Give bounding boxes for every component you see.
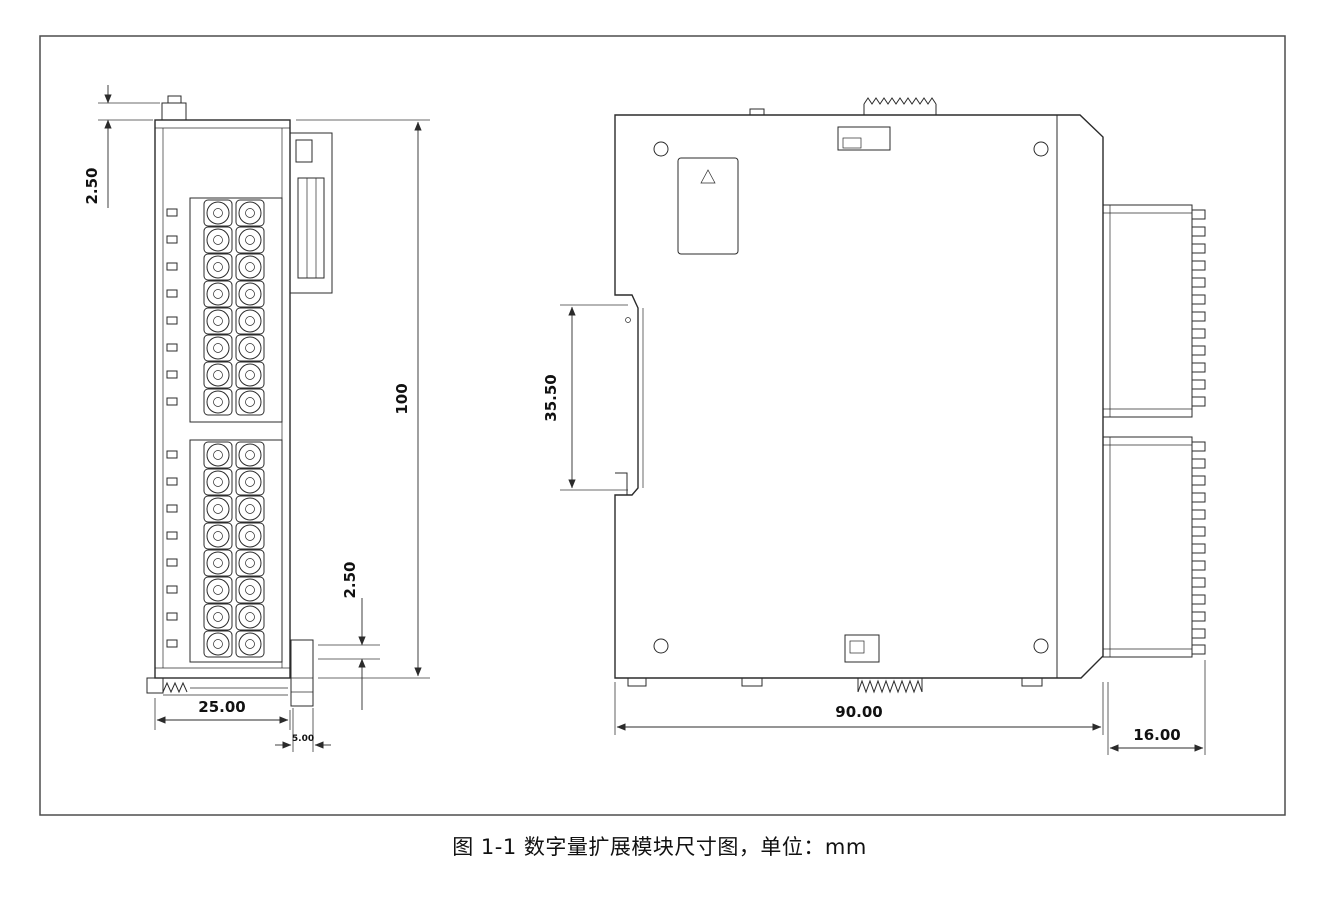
label-card <box>677 157 739 255</box>
dimension-height-value: 100 <box>393 383 411 414</box>
dimension-connector-depth: 16.00 <box>1107 660 1206 755</box>
dimension-side-depth-value: 90.00 <box>835 703 882 721</box>
bus-connector <box>289 132 333 294</box>
dimension-din-rail: 35.50 <box>542 304 628 491</box>
side-view <box>614 97 1206 694</box>
dimension-top-offset: 2.50 <box>83 85 160 208</box>
dimension-clip-depth: 5.00 <box>275 708 331 752</box>
side-body <box>614 114 1104 679</box>
dimension-top-offset-value: 2.50 <box>83 167 101 204</box>
din-rail-groove <box>615 308 644 495</box>
dimension-side-depth: 90.00 <box>614 682 1104 735</box>
terminal-block-lower <box>189 439 283 663</box>
top-latch-clip <box>749 97 937 116</box>
bottom-clip <box>627 677 1043 694</box>
dimension-din-rail-value: 35.50 <box>542 374 560 421</box>
io-connector-lower <box>1102 436 1206 658</box>
dimension-bottom-offset-value: 2.50 <box>341 561 359 598</box>
io-connector-upper <box>1102 204 1206 418</box>
screw-holes <box>653 141 1049 654</box>
dimension-clip-depth-value: 5.00 <box>292 734 314 744</box>
dimension-bottom-offset: 2.50 <box>318 561 380 710</box>
dimension-front-width: 25.00 <box>154 698 291 730</box>
led-indicators <box>166 208 178 648</box>
front-body <box>154 119 291 679</box>
top-tab <box>161 95 187 121</box>
front-view <box>146 95 333 707</box>
dimension-height: 100 <box>296 119 430 679</box>
drawing-frame <box>39 35 1286 816</box>
figure-caption: 图 1-1 数字量扩展模块尺寸图，单位：mm <box>452 835 867 859</box>
dimension-front-width-value: 25.00 <box>198 698 245 716</box>
warning-triangle-icon <box>700 169 716 184</box>
bottom-latch-opening <box>844 634 880 663</box>
dimension-connector-depth-value: 16.00 <box>1133 726 1180 744</box>
top-latch-opening <box>837 126 891 151</box>
dimensions: 2.50 100 2.50 25.00 <box>83 85 1206 755</box>
front-bottom-clip <box>146 639 314 707</box>
terminal-block-upper <box>189 197 283 423</box>
